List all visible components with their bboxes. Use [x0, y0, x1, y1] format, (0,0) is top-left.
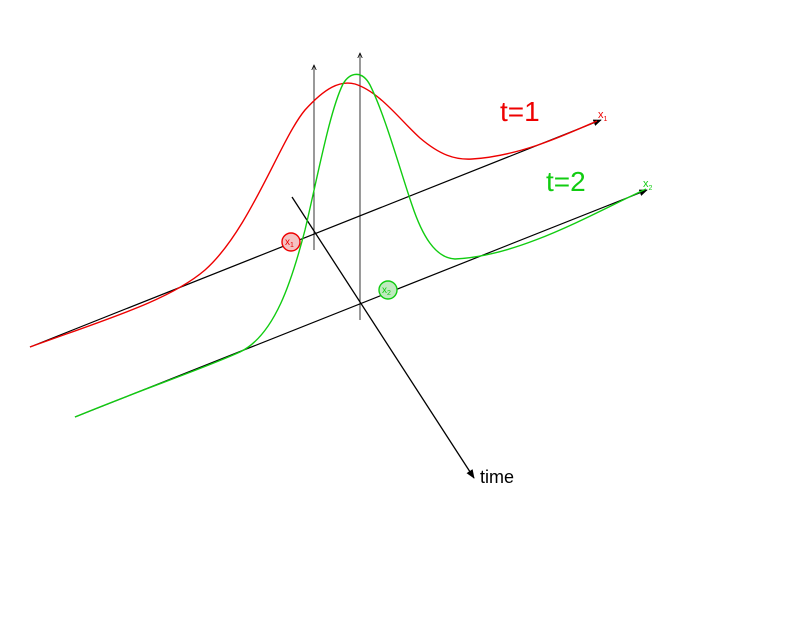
x2-node-circle	[378, 280, 398, 300]
time-axis-label: time	[480, 467, 514, 487]
t2-density-curve	[74, 73, 647, 418]
x1-node-label: x1	[285, 237, 294, 249]
x1-node-label-sub: 1	[290, 242, 294, 249]
x2-node-label-sub: 2	[387, 290, 391, 297]
x1-node-label-main: x	[285, 237, 290, 248]
t2-label: t=2	[546, 166, 586, 197]
x1-axis-label-sub: 1	[604, 116, 608, 123]
x1-axis	[29, 119, 602, 348]
x1-axis-label: x1	[598, 109, 608, 123]
x2-node-label: x2	[382, 285, 391, 297]
x2-axis-label: x2	[643, 178, 653, 192]
x1-node: x1	[281, 232, 301, 252]
x2-node: x2	[378, 280, 398, 300]
x2-node-label-main: x	[382, 285, 387, 296]
x2-axis-label-main: x	[643, 178, 649, 190]
x2-axis-label-sub: 2	[649, 185, 653, 192]
time-axis	[291, 196, 475, 479]
x1-node-circle	[281, 232, 301, 252]
t1-label: t=1	[500, 96, 540, 127]
x1-axis-label-main: x	[598, 109, 604, 121]
